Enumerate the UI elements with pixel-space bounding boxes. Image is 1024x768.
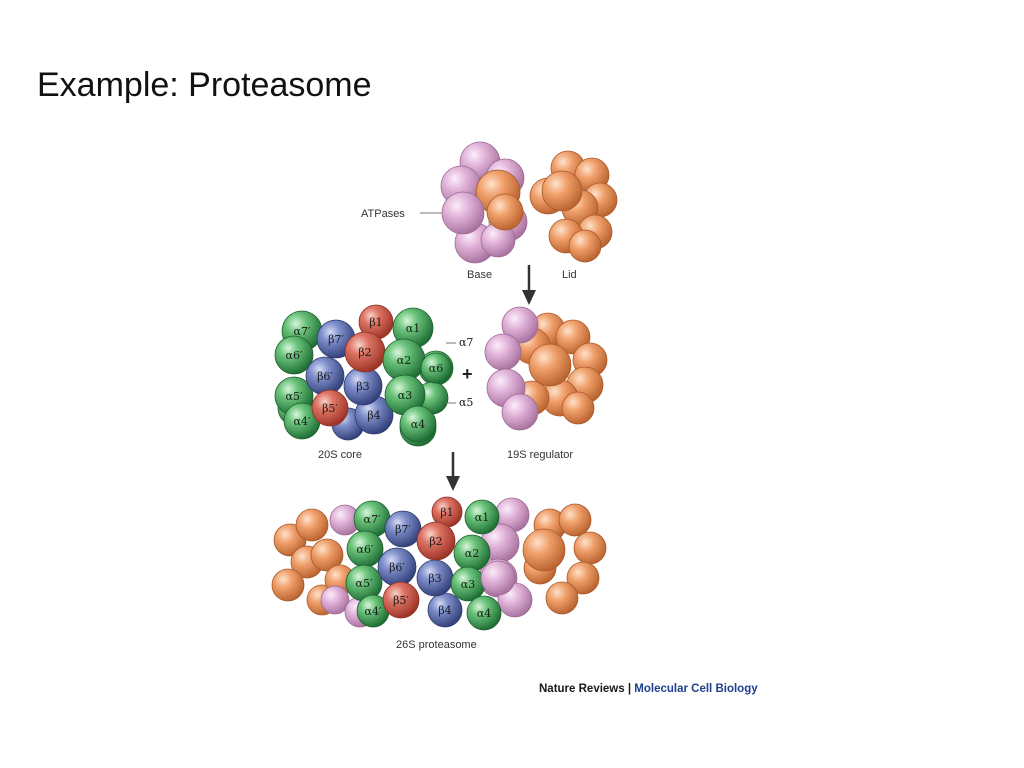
subunit-label: α6 bbox=[429, 362, 443, 375]
core-subunit bbox=[274, 335, 314, 375]
base-label: Base bbox=[467, 269, 492, 281]
26s-proteasome: α7′ α6′ α5′ α4′ β7′ β6′ β4 β3 β1 β2 β5′ α1 α2 α3 α4 bbox=[271, 496, 607, 631]
lid-subunit bbox=[528, 343, 572, 387]
lid-subunit bbox=[573, 531, 607, 565]
arrow-down-icon bbox=[446, 452, 460, 491]
subunit-label: β5′ bbox=[393, 594, 409, 607]
credit-separator: | bbox=[627, 683, 632, 695]
credit-publisher: Nature Reviews bbox=[539, 683, 625, 695]
core-subunit bbox=[399, 405, 437, 443]
subunit-label: α2 bbox=[465, 547, 479, 560]
subunit-label: α7′ bbox=[364, 513, 381, 526]
subunit-label: α6′ bbox=[286, 349, 303, 362]
lid-subunit bbox=[486, 193, 524, 231]
subunit-label: α5′ bbox=[356, 577, 373, 590]
subunit-label: β4 bbox=[367, 409, 380, 422]
subunit-label: α7′ bbox=[294, 325, 311, 338]
subunit-label: α5 bbox=[459, 396, 473, 409]
subunit-label: α5′ bbox=[286, 390, 303, 403]
credit-journal: Molecular Cell Biology bbox=[634, 683, 758, 695]
subunit-label: α3 bbox=[398, 389, 412, 402]
core-subunit bbox=[416, 521, 456, 561]
regulator-label: 19S regulator bbox=[507, 449, 573, 461]
lid-subunit bbox=[271, 568, 305, 602]
base-subunit bbox=[441, 191, 485, 235]
base-subunit bbox=[484, 333, 522, 371]
base-subunit bbox=[501, 306, 539, 344]
subunit-label: β2 bbox=[358, 346, 371, 359]
subunit-label: α4 bbox=[411, 418, 425, 431]
subunit-label: α1 bbox=[406, 322, 420, 335]
core-subunit bbox=[466, 595, 502, 631]
base-subunit bbox=[501, 393, 539, 431]
base-subunit bbox=[320, 585, 350, 615]
subunit-label: α7 bbox=[459, 336, 473, 349]
lid-subunit bbox=[522, 528, 566, 572]
lid-subunit bbox=[558, 503, 592, 537]
proteasome-label: 26S proteasome bbox=[396, 639, 477, 651]
lid-subunit bbox=[568, 229, 602, 263]
plus-sign: + bbox=[462, 364, 473, 384]
core-subunit bbox=[464, 499, 500, 535]
lid-label: Lid bbox=[562, 269, 577, 281]
base-subunit bbox=[480, 560, 516, 596]
lid-subunit bbox=[566, 561, 600, 595]
lid-subunit bbox=[561, 391, 595, 425]
19s-regulator bbox=[484, 306, 608, 431]
arrow-down-icon bbox=[522, 265, 536, 305]
subunit-label: β7′ bbox=[395, 523, 411, 536]
subunit-label: β3 bbox=[428, 572, 441, 585]
subunit-label: α4′ bbox=[294, 415, 311, 428]
core-label: 20S core bbox=[318, 449, 362, 461]
subunit-label: α4 bbox=[477, 607, 491, 620]
lid-subunit bbox=[545, 581, 579, 615]
core-subunit bbox=[311, 389, 349, 427]
subunit-label: β5′ bbox=[322, 402, 338, 415]
subunit-label: β2 bbox=[429, 535, 442, 548]
core-subunit bbox=[382, 581, 420, 619]
subunit-label: α3 bbox=[461, 578, 475, 591]
base-complex bbox=[440, 141, 528, 264]
lid-subunit bbox=[541, 170, 583, 212]
subunit-label: β7′ bbox=[328, 333, 344, 346]
subunit-label: α2 bbox=[397, 354, 411, 367]
subunit-label: β1 bbox=[369, 316, 382, 329]
subunit-leader-lines bbox=[446, 342, 456, 404]
subunit-label: β3 bbox=[356, 380, 369, 393]
core-subunit bbox=[420, 352, 452, 384]
subunit-label: β6′ bbox=[317, 370, 333, 383]
lid-subunit bbox=[295, 508, 329, 542]
figure-credit: Nature Reviews | Molecular Cell Biology bbox=[539, 683, 758, 695]
slide-title: Example: Proteasome bbox=[37, 66, 372, 104]
subunit-label: α6′ bbox=[357, 543, 374, 556]
subunit-label: β6′ bbox=[389, 561, 405, 574]
lid-complex bbox=[529, 150, 618, 263]
20s-core: α7′ α6′ α5′ α4′ β7′ β6′ β4 β3 β1 β2 β5′ α1 α2 α3 α4 α6 bbox=[274, 304, 454, 447]
lid-subunit bbox=[310, 538, 344, 572]
subunit-label: α1 bbox=[475, 511, 489, 524]
atpases-label: ATPases bbox=[361, 208, 405, 220]
subunit-label: α4′ bbox=[365, 605, 382, 618]
subunit-label: β1 bbox=[440, 506, 453, 519]
subunit-label: β4 bbox=[438, 604, 451, 617]
